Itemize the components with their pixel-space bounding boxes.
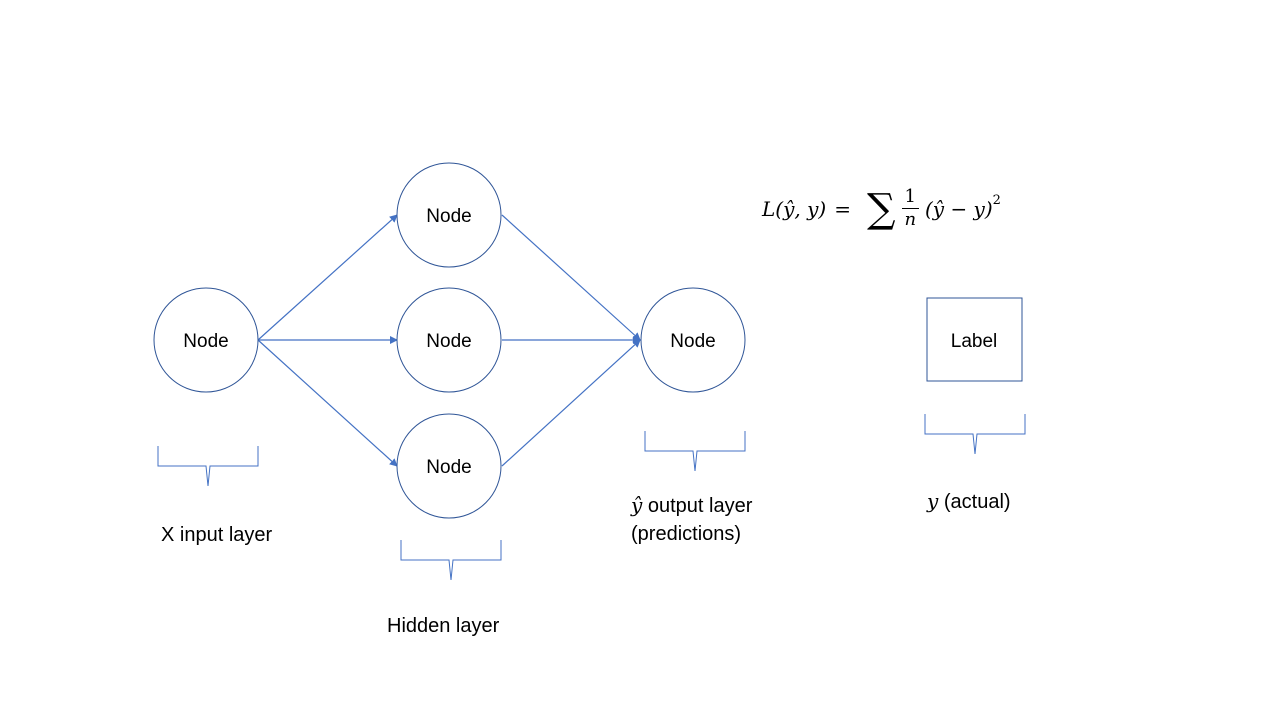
y-hat-symbol: ŷ bbox=[631, 493, 643, 517]
edge-input-hidden-top bbox=[257, 214, 398, 341]
input-layer-caption: X input layer bbox=[161, 524, 273, 546]
y-symbol: y bbox=[927, 489, 939, 513]
edge-hidden-top-output bbox=[501, 214, 641, 341]
fraction-denominator: n bbox=[904, 209, 917, 230]
edge-input-hidden-bottom bbox=[257, 339, 398, 467]
exponent: 2 bbox=[992, 193, 1001, 208]
actual-brace bbox=[924, 414, 1026, 455]
label-box-text: Label bbox=[951, 331, 998, 352]
output-layer-subtext: (predictions) bbox=[631, 523, 742, 545]
loss-formula: L (ŷ, y) = ∑ 1 n (ŷ − y) 2 bbox=[762, 186, 1001, 231]
input-node: Node bbox=[153, 287, 259, 393]
hidden-node-middle-label: Node bbox=[426, 331, 471, 352]
hidden-node-bottom: Node bbox=[396, 413, 502, 519]
loss-function-name: L bbox=[762, 196, 776, 221]
hidden-layer-brace bbox=[400, 540, 502, 581]
hidden-node-bottom-label: Node bbox=[426, 457, 471, 478]
output-layer-text: output layer bbox=[647, 495, 753, 517]
input-layer-brace bbox=[157, 446, 259, 487]
squared-error-term: (ŷ − y) bbox=[924, 196, 993, 221]
actual-text: (actual) bbox=[943, 491, 1011, 513]
loss-function-args: (ŷ, y) bbox=[775, 196, 827, 221]
hidden-node-middle: Node bbox=[396, 287, 502, 393]
hidden-layer-caption: Hidden layer bbox=[387, 615, 500, 637]
output-node-label: Node bbox=[670, 331, 715, 352]
equals-sign: = bbox=[834, 196, 851, 221]
hidden-node-top: Node bbox=[396, 162, 502, 268]
fraction-numerator: 1 bbox=[901, 186, 919, 209]
label-box: Label bbox=[926, 297, 1023, 382]
input-node-label: Node bbox=[183, 331, 228, 352]
summation-sign: ∑ bbox=[866, 185, 896, 232]
fraction: 1 n bbox=[901, 186, 919, 231]
output-node: Node bbox=[640, 287, 746, 393]
output-layer-brace bbox=[644, 431, 746, 472]
output-layer-caption: ŷ output layer (predictions) bbox=[631, 491, 752, 548]
actual-caption: y (actual) bbox=[927, 487, 1011, 516]
edge-hidden-bottom-output bbox=[501, 339, 641, 467]
hidden-node-top-label: Node bbox=[426, 206, 471, 227]
